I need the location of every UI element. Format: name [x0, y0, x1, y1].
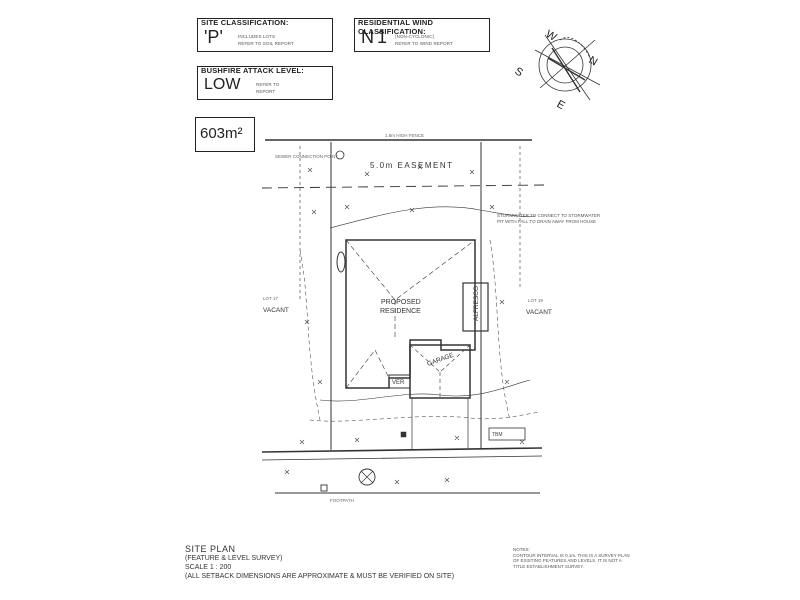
spot-levels [284, 164, 525, 485]
garage-roof-lines [409, 344, 471, 398]
bushfire-attack-level-box: BUSHFIRE ATTACK LEVEL: LOW REFER TO REPO… [197, 66, 333, 100]
contour-line [329, 206, 536, 229]
footpath-label: FOOTPATH [330, 498, 354, 503]
bushfire-attack-level-note-1: REFER TO [256, 82, 280, 87]
contour-line [489, 239, 511, 421]
site-classification-value: 'P' [204, 27, 223, 47]
wind-classification-note-2: REFER TO WIND REPORT [395, 41, 453, 46]
roof-hip-lines [345, 239, 476, 389]
bushfire-attack-level-note-2: REPORT [256, 89, 276, 94]
wind-classification-box: RESIDENTIAL WIND CLASSIFICATION: N1 (NON… [354, 18, 490, 52]
site-classification-box: SITE CLASSIFICATION: 'P' INCLUDES LOTS R… [197, 18, 333, 52]
compass-n-label: N [587, 54, 600, 68]
service-pit-icon [320, 484, 328, 492]
easement-line [261, 184, 546, 189]
site-area-value: 603m² [200, 125, 243, 142]
alfresco-outline [462, 282, 489, 332]
site-classification-note-2: REFER TO SOIL REPORT [238, 41, 294, 46]
meter-icon [400, 431, 407, 438]
lot-left-label: LOT 17 [263, 296, 278, 301]
tank-icon [336, 251, 346, 273]
tbm-box [488, 427, 526, 441]
kerb-line [261, 455, 543, 461]
drawing-scale: SCALE 1 : 200 [185, 564, 232, 571]
wind-classification-note-1: (NON-CYCLONIC) [395, 34, 435, 39]
front-boundary-line [261, 447, 543, 453]
stormwater-note: STORMWATER TO CONNECT TO STORMWATER PIT … [497, 213, 601, 224]
lot-right-label: LOT 19 [528, 298, 543, 303]
compass-s-label: S [513, 65, 525, 79]
north-compass-icon [534, 34, 601, 101]
compass-w-label: W [544, 28, 560, 44]
title-block: SITE PLAN (FEATURE & LEVEL SURVEY) SCALE… [185, 545, 454, 581]
wind-classification-value: N1 [361, 27, 391, 47]
garage-outline [409, 344, 471, 399]
tree-icon [358, 468, 376, 486]
bushfire-attack-level-value: LOW [204, 76, 241, 93]
easement-label: 5.0m EASEMENT [370, 161, 454, 170]
bushfire-attack-level-header: BUSHFIRE ATTACK LEVEL: [201, 66, 305, 75]
garage-label: GARAGE [426, 352, 455, 368]
tbm-label: TBM [492, 432, 503, 438]
site-area-box: 603m² [195, 117, 255, 152]
sewer-point-icon [335, 150, 345, 160]
verandah-outline [388, 374, 411, 389]
notes-body: CONTOUR INTERVAL IS 0.1m. THIS IS A SURV… [513, 552, 630, 569]
drawing-title: SITE PLAN [185, 544, 236, 554]
compass-e-label: E [555, 98, 567, 112]
residence-label-1: PROPOSED [381, 299, 421, 306]
notes-block: NOTES: CONTOUR INTERVAL IS 0.1m. THIS IS… [513, 547, 633, 569]
vacant-left-label: VACANT [263, 307, 289, 314]
notes-heading: NOTES: [513, 547, 530, 552]
vacant-right-label: VACANT [526, 309, 552, 316]
proposed-residence-outline [345, 239, 476, 389]
residence-label-2: RESIDENCE [380, 308, 421, 315]
site-classification-header: SITE CLASSIFICATION: [201, 18, 289, 27]
fence-label: 1.8m HIGH FENCE [385, 133, 424, 138]
drawing-subtitle: (FEATURE & LEVEL SURVEY) [185, 555, 283, 562]
alfresco-label: ALFRESCO [473, 286, 480, 321]
contour-line [309, 411, 541, 422]
site-classification-note-1: INCLUDES LOTS [238, 34, 276, 39]
verandah-label: VER [392, 380, 405, 386]
contour-line [299, 249, 321, 421]
sewer-label: SEWER CONNECTION POINT [275, 154, 338, 159]
wind-classification-header: RESIDENTIAL WIND CLASSIFICATION: [358, 18, 434, 36]
drawing-disclaimer: (ALL SETBACK DIMENSIONS ARE APPROXIMATE … [185, 573, 455, 580]
